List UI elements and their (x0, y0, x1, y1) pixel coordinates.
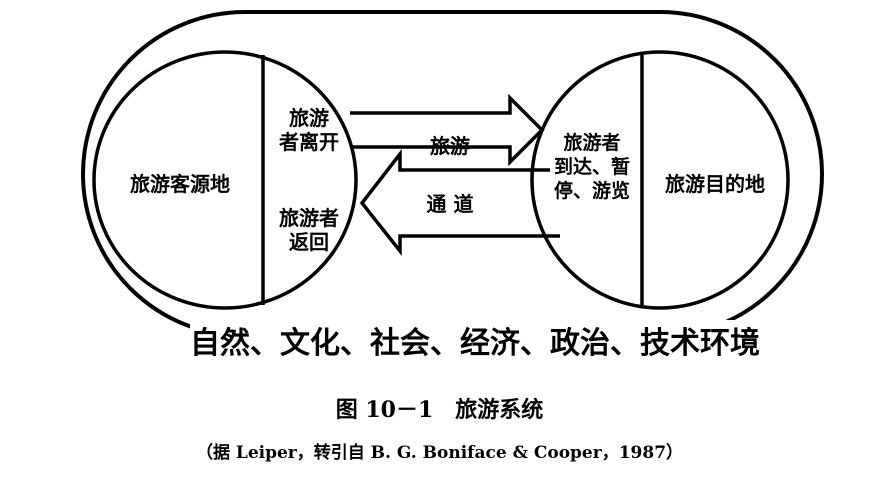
transit-label-top: 旅游 (430, 134, 470, 158)
arriving-line-3: 停、游览 (553, 180, 630, 202)
outbound-arrow (350, 93, 545, 167)
departing-line-1: 旅游 (289, 106, 329, 130)
figure-source: （据 Leiper，转引自 B. G. Boniface & Cooper，19… (195, 443, 684, 463)
departing-line-2: 者离开 (279, 130, 339, 154)
origin-region-circle (92, 50, 358, 310)
environment-label: 自然、文化、社会、经济、政治、技术环境 (190, 320, 760, 368)
arriving-line-2: 到达、暂 (553, 156, 630, 178)
returning-line-1: 旅游者 (279, 206, 339, 230)
returning-line-2: 返回 (289, 230, 329, 254)
origin-label: 旅游客源地 (130, 172, 230, 196)
arriving-label: 旅游者 到达、暂 停、游览 (546, 131, 638, 203)
destination-region-circle (530, 50, 790, 310)
returning-label: 旅游者 返回 (266, 206, 352, 254)
figure-title: 图 10－1 旅游系统 (335, 397, 544, 423)
transit-label-bottom: 通 道 (426, 192, 474, 216)
return-arrow (359, 148, 560, 257)
departing-label: 旅游 者离开 (268, 106, 350, 154)
destination-label: 旅游目的地 (665, 172, 765, 196)
arriving-line-1: 旅游者 (563, 132, 621, 154)
